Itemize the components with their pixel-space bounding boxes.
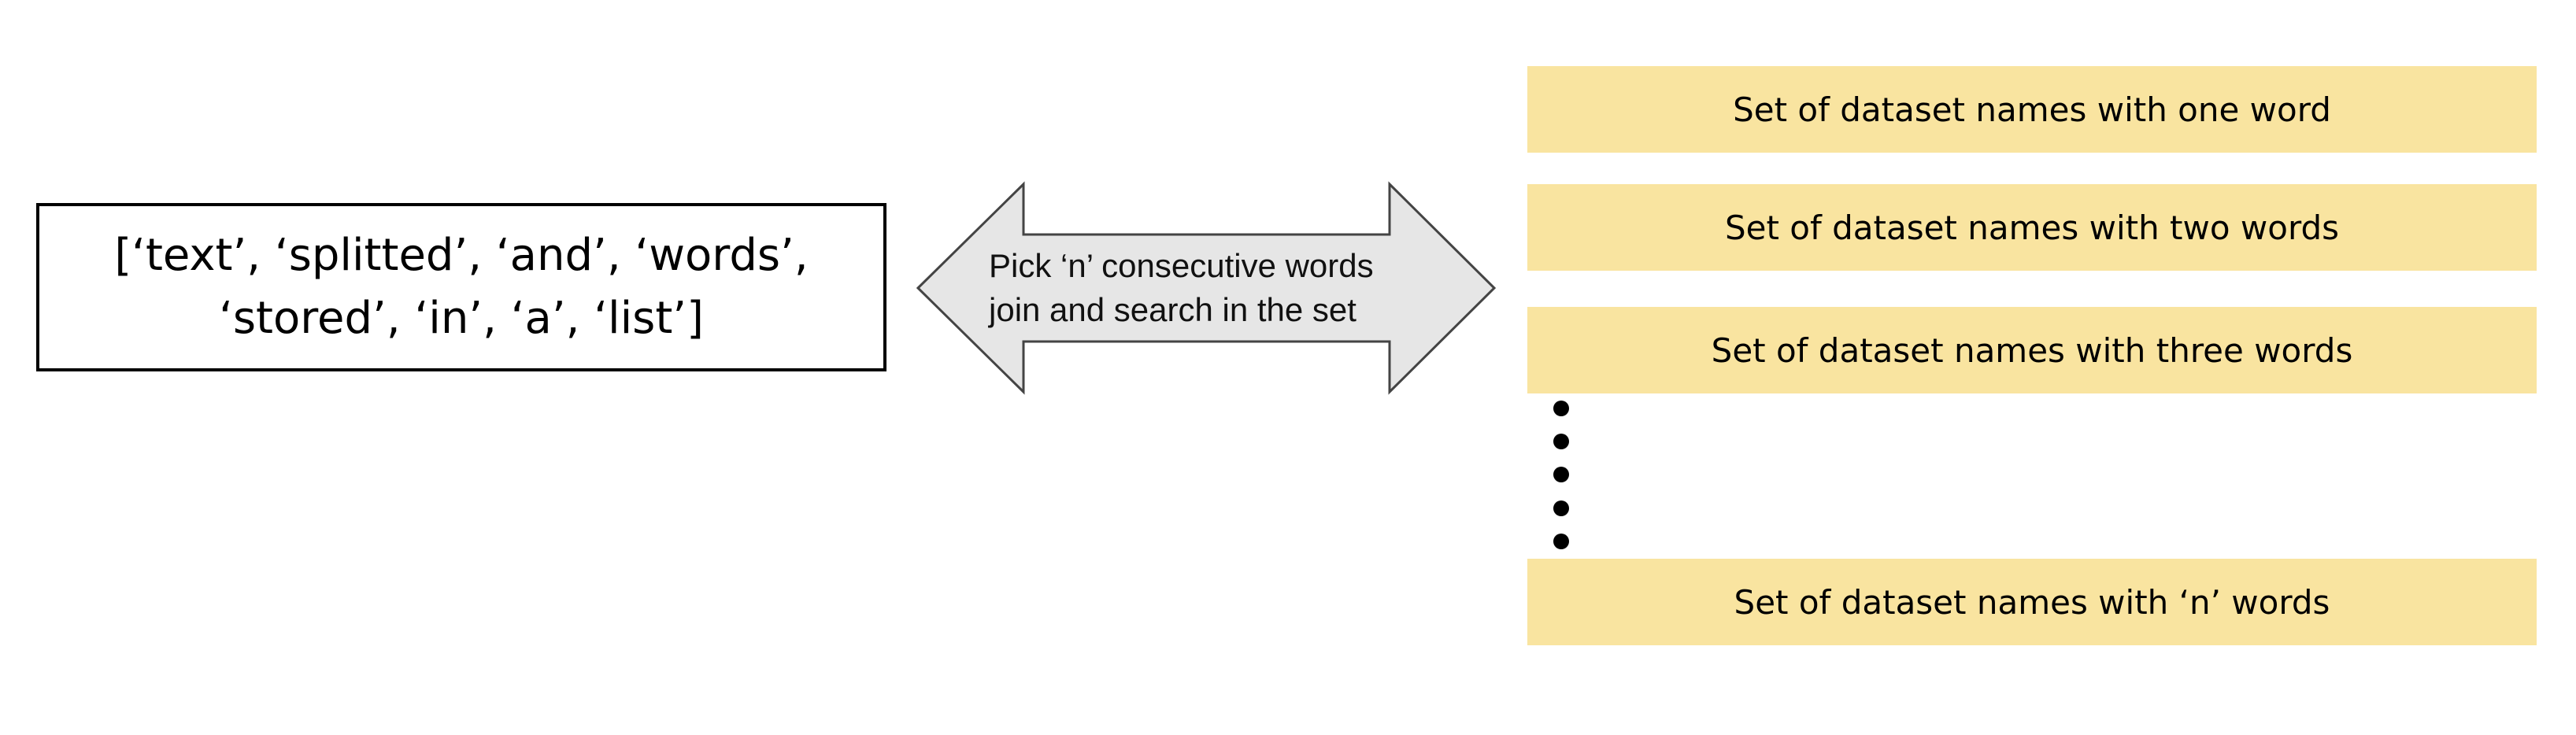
double-arrow-shape (916, 181, 1497, 395)
ellipsis-dot (1553, 534, 1569, 549)
ellipsis-dot (1553, 467, 1569, 482)
set-n-words: Set of dataset names with ‘n’ words (1527, 559, 2537, 645)
ellipsis-dot (1553, 401, 1569, 416)
word-list-line-2: ‘stored’, ‘in’, ‘a’, ‘list’] (219, 293, 704, 344)
arrow-label-line-1: Pick ‘n’ consecutive words (989, 247, 1374, 284)
set-three-words: Set of dataset names with three words (1527, 307, 2537, 393)
arrow-label: Pick ‘n’ consecutive words join and sear… (989, 244, 1430, 332)
set-one-word: Set of dataset names with one word (1527, 66, 2537, 153)
ellipsis-dot (1553, 434, 1569, 449)
word-list-box: [‘text’, ‘splitted’, ‘and’, ‘words’, ‘st… (36, 203, 886, 371)
ellipsis-dot (1553, 500, 1569, 516)
word-list-line-1: [‘text’, ‘splitted’, ‘and’, ‘words’, (114, 230, 809, 281)
arrow-label-line-2: join and search in the set (989, 291, 1356, 328)
set-two-words: Set of dataset names with two words (1527, 184, 2537, 271)
